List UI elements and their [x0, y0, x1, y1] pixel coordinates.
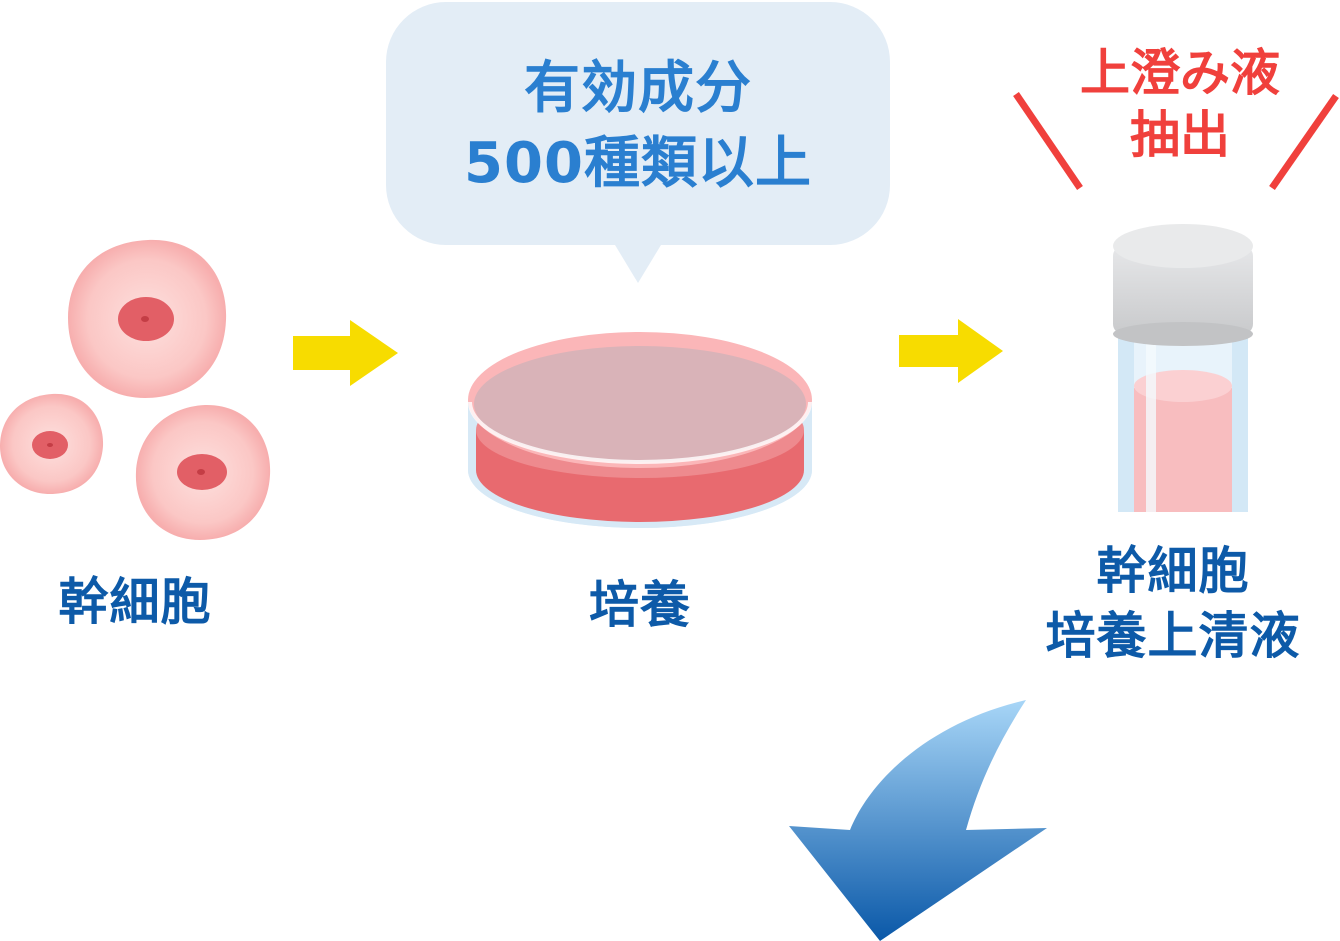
emphasis-lines — [1013, 92, 1339, 190]
vial-icon — [1113, 224, 1253, 512]
step-label-supernatant-line2: 培養上清液 — [1045, 607, 1301, 665]
highlight-line1: 上澄み液 — [1080, 44, 1280, 102]
callout-line1: 有効成分 — [524, 56, 752, 121]
petri-dish-icon — [468, 332, 812, 528]
stem-cell-icon — [0, 393, 104, 494]
stem-cell-icon — [135, 404, 271, 540]
callout-line2: 500種類以上 — [464, 131, 812, 196]
arrow-right-icon — [293, 320, 398, 386]
step-label-culture: 培養 — [589, 576, 691, 634]
step-label-stem-cell: 幹細胞 — [58, 573, 212, 631]
step-label-supernatant-line1: 幹細胞 — [1096, 542, 1250, 600]
stem-cell-icon — [68, 239, 227, 398]
arrow-right-icon — [899, 319, 1003, 383]
callout-bubble — [386, 2, 890, 283]
highlight-line2: 抽出 — [1130, 106, 1230, 164]
curved-down-arrow-icon — [789, 700, 1047, 941]
